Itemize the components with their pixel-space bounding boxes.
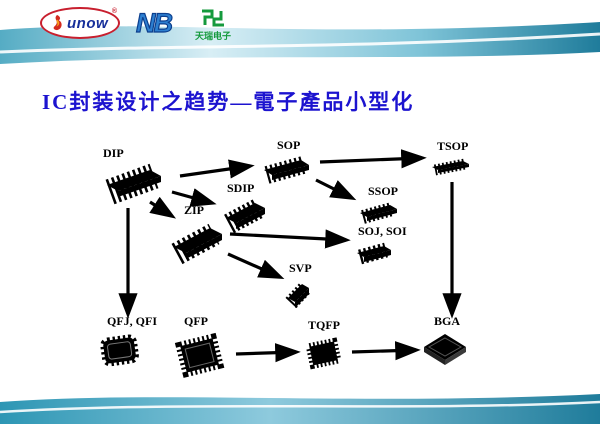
dip-package-image: [105, 163, 161, 205]
sunow-logo-text: unow: [67, 14, 109, 32]
package-bga-label: BGA: [434, 314, 461, 328]
sdip-package-image: [224, 198, 265, 234]
package-sdip-label: SDIP: [227, 181, 255, 195]
ssop-package-image: [360, 202, 397, 224]
qfj-package-image: [100, 334, 139, 367]
qfp-package-image: [174, 332, 225, 378]
package-qfp-label: QFP: [184, 314, 208, 328]
bga-package-image: [424, 334, 466, 365]
package-sop: SOP: [258, 138, 314, 188]
package-svp: SVP: [282, 261, 312, 313]
package-tsop-label: TSOP: [437, 139, 469, 153]
nb-logo: NB: [135, 7, 173, 38]
package-soj-soi: SOJ, SOI: [352, 224, 407, 268]
package-svp-label: SVP: [289, 261, 312, 275]
package-dip-label: DIP: [103, 146, 124, 160]
slide-title: IC封装设计之趋势—電子產品小型化: [42, 90, 415, 114]
package-sdip: SDIP: [218, 181, 270, 235]
footer-swoosh: [0, 394, 600, 424]
package-soj-soi-label: SOJ, SOI: [358, 224, 407, 238]
tqfp-package-image: [305, 337, 342, 370]
sop-package-image: [264, 156, 309, 184]
package-qfp: QFP: [170, 314, 228, 380]
tianrui-logo-text: 天瑞电子: [194, 31, 231, 41]
package-ssop-label: SSOP: [368, 184, 399, 198]
tsop-package-image: [432, 158, 469, 176]
tianrui-logo: 天瑞电子: [187, 8, 239, 42]
package-qfj-qfi: QFJ, QFI: [95, 314, 157, 370]
package-tqfp-label: TQFP: [308, 318, 340, 332]
soj-package-image: [357, 242, 391, 265]
package-zip: ZIP: [168, 203, 226, 265]
logo-bar: unow ® NB 天瑞电子: [40, 7, 239, 42]
package-ssop: SSOP: [355, 184, 401, 228]
flame-icon: [53, 15, 62, 31]
package-tsop: TSOP: [428, 139, 472, 179]
package-dip: DIP: [100, 146, 166, 206]
header-swoosh: [0, 22, 600, 64]
package-tqfp: TQFP: [300, 318, 346, 372]
package-qfj-qfi-label: QFJ, QFI: [107, 314, 157, 328]
package-sop-label: SOP: [277, 138, 301, 152]
svp-package-image: [285, 282, 311, 309]
sunow-logo: unow ®: [40, 7, 120, 39]
zip-package-image: [171, 223, 222, 265]
package-bga: BGA: [420, 314, 470, 370]
tianrui-emblem-icon: [202, 9, 224, 27]
package-zip-label: ZIP: [184, 203, 205, 217]
registered-mark: ®: [111, 8, 117, 15]
